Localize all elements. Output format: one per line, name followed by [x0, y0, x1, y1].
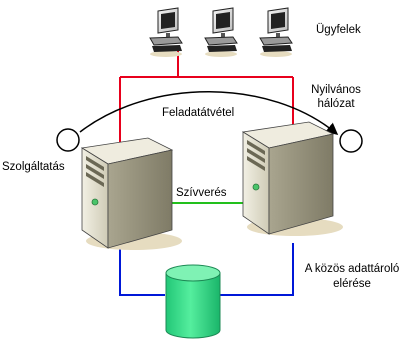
clients-group: [149, 7, 293, 57]
client-computer-icon: [149, 7, 183, 57]
server-left-icon: [80, 137, 182, 250]
failover-label: Feladatátvétel: [162, 107, 235, 119]
shared-storage-icon: [165, 264, 221, 339]
shared-storage-label-line1: A közös adattároló: [304, 263, 400, 275]
heartbeat-label: Szívverés: [176, 187, 227, 199]
public-network-label-line2: hálózat: [317, 98, 355, 110]
failover-arrow: [79, 91, 339, 135]
shared-storage-label-line2: elérése: [333, 278, 371, 290]
service-node-left-icon: [56, 128, 80, 152]
clients-label: Ügyfelek: [316, 24, 361, 36]
service-node-right-icon: [339, 129, 363, 153]
service-label: Szolgáltatás: [2, 161, 65, 173]
storage-links: [119, 243, 294, 296]
public-network-label-line1: Nyilvános: [311, 84, 361, 96]
client-computer-icon: [259, 7, 293, 57]
server-right-icon: [241, 121, 343, 236]
client-computer-icon: [204, 7, 238, 57]
